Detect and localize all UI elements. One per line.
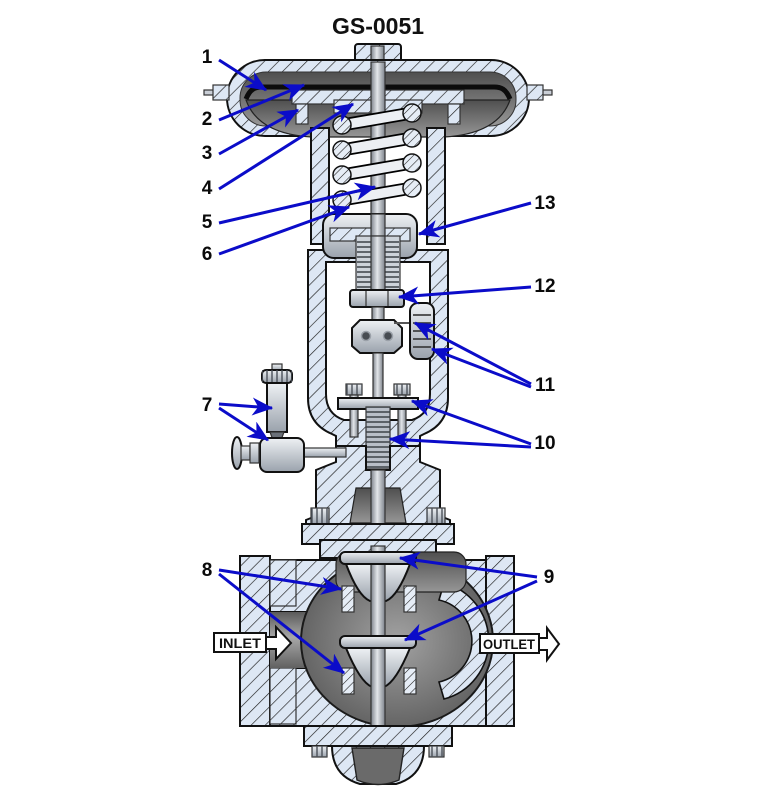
callout-arrow-10 — [388, 431, 532, 450]
callout-number-6: 6 — [202, 244, 213, 265]
callout-number-3: 3 — [202, 143, 213, 164]
callout-arrow-1 — [218, 58, 268, 92]
callout-arrow-9 — [398, 551, 538, 579]
bottom-flange — [303, 725, 453, 747]
casing-clamp-left — [212, 84, 230, 101]
valve-body — [239, 539, 515, 786]
callout-number-1: 1 — [202, 47, 213, 68]
callout-arrow-3 — [218, 108, 300, 156]
stem-locknut — [349, 289, 405, 308]
callout-arrow-6 — [218, 205, 351, 256]
bottom-stem-guide — [351, 747, 405, 786]
inlet-label: INLET — [213, 624, 293, 662]
callout-number-5: 5 — [202, 212, 213, 233]
callout-arrow-8 — [218, 572, 345, 675]
callout-number-13: 13 — [534, 193, 555, 214]
outlet-text: OUTLET — [483, 636, 535, 652]
outlet-arrow-icon — [538, 625, 561, 663]
bleed-valve-stem — [303, 447, 347, 458]
threaded-stem — [355, 235, 401, 293]
callout-number-9: 9 — [544, 567, 555, 588]
callout-number-2: 2 — [202, 109, 213, 130]
callout-arrow-7 — [218, 406, 270, 442]
diagram-title: GS-0051 — [332, 13, 424, 39]
seat-ring-upper — [341, 585, 355, 613]
outlet-label: OUTLET — [479, 625, 561, 663]
callout-number-7: 7 — [202, 395, 213, 416]
stem-connector — [351, 319, 403, 354]
callout-number-10: 10 — [534, 433, 555, 454]
callout-arrow-11 — [430, 347, 532, 389]
callout-arrow-5 — [218, 182, 377, 225]
callout-arrow-12 — [397, 285, 532, 305]
callout-arrow-10 — [410, 399, 532, 446]
callout-number-12: 12 — [534, 276, 555, 297]
callout-arrow-9 — [403, 579, 538, 642]
packing-assembly — [337, 383, 419, 470]
valve-trim — [339, 545, 417, 755]
inlet-text: INLET — [219, 635, 261, 651]
plug-stem — [370, 545, 386, 755]
callout-arrow-8 — [218, 568, 343, 595]
actuator-spring — [332, 103, 422, 210]
bleed-valve-body — [259, 437, 305, 473]
callout-number-8: 8 — [202, 560, 213, 581]
casing-clamp-right — [526, 84, 544, 101]
callout-number-4: 4 — [202, 178, 213, 199]
callout-arrow-13 — [417, 201, 532, 238]
bleed-valve — [231, 363, 347, 473]
spring-housing — [310, 61, 446, 245]
lower-plug — [339, 635, 417, 649]
callout-number-11: 11 — [535, 375, 556, 396]
callout-arrow-7 — [218, 397, 274, 416]
body-inner-rib — [437, 582, 490, 700]
callout-arrow-2 — [218, 83, 306, 122]
seat-ring-lower — [341, 667, 355, 695]
bonnet — [301, 445, 455, 545]
callout-arrow-11 — [413, 321, 532, 386]
inlet-arrow-icon — [265, 624, 293, 662]
callout-arrow-4 — [218, 102, 355, 191]
